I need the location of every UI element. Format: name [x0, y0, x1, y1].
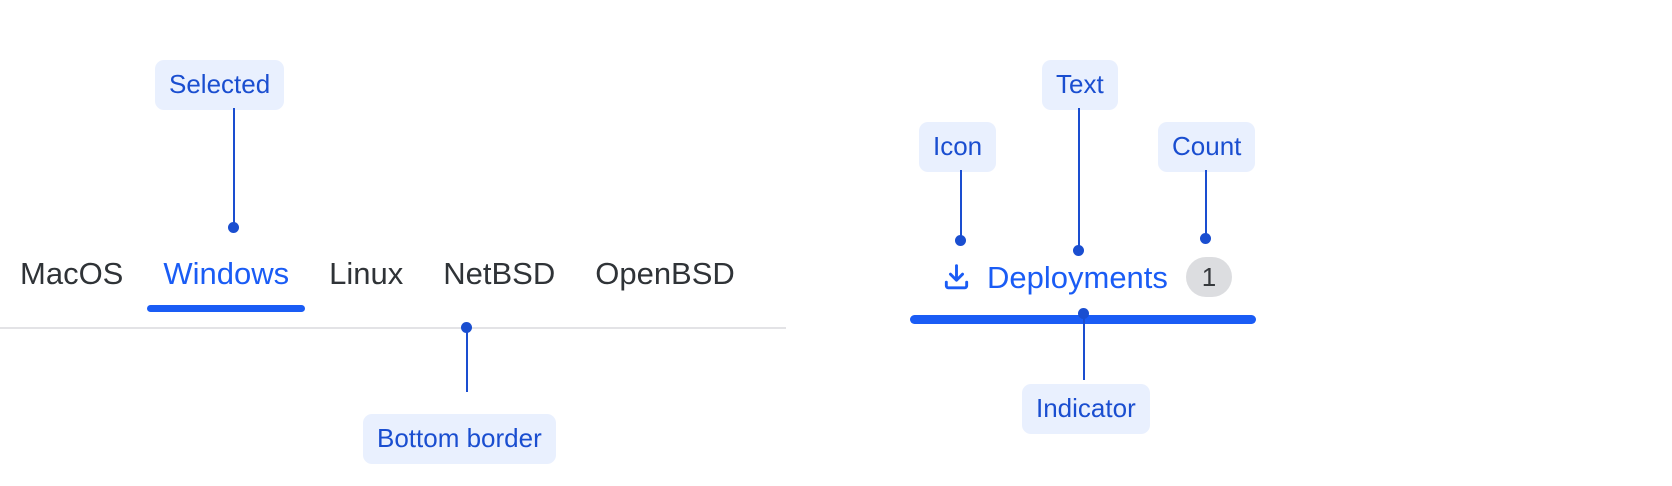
- tab-netbsd[interactable]: NetBSD: [423, 243, 575, 304]
- tab-label: Linux: [329, 256, 404, 291]
- tab-deployments[interactable]: Deployments 1: [910, 243, 1232, 311]
- leader-dot-icon: [955, 235, 966, 246]
- leader-dot-count: [1200, 233, 1211, 244]
- annotation-chip-icon: Icon: [919, 122, 997, 172]
- tab-count-badge: 1: [1185, 257, 1232, 297]
- leader-dot-text: [1073, 245, 1084, 256]
- annotation-chip-text: Text: [1042, 60, 1118, 110]
- tab-selected-indicator: [147, 305, 306, 312]
- leader-line-text: [1078, 108, 1080, 248]
- annotation-chip-indicator: Indicator: [1022, 384, 1150, 434]
- download-icon: [940, 261, 973, 294]
- tab-list: MacOS Windows Linux NetBSD OpenBSD: [0, 243, 755, 312]
- leader-line-selected: [233, 108, 235, 228]
- leader-line-indicator: [1083, 316, 1085, 380]
- leader-line-count: [1205, 170, 1207, 238]
- tab-linux[interactable]: Linux: [309, 243, 423, 304]
- leader-dot-indicator: [1078, 308, 1089, 319]
- leader-line-bottom-border: [466, 330, 468, 392]
- tab-label: OpenBSD: [595, 256, 735, 291]
- tab-bar-os: MacOS Windows Linux NetBSD OpenBSD: [0, 243, 786, 329]
- annotation-chip-selected: Selected: [155, 60, 285, 110]
- annotation-chip-bottom-border: Bottom border: [363, 414, 556, 464]
- tab-label: NetBSD: [443, 256, 556, 291]
- tab-label: Deployments: [987, 259, 1168, 295]
- leader-dot-bottom-border: [461, 322, 472, 333]
- tab-openbsd[interactable]: OpenBSD: [575, 243, 755, 304]
- tab-windows[interactable]: Windows: [143, 243, 309, 312]
- annotation-chip-count: Count: [1158, 122, 1256, 172]
- leader-line-icon: [960, 170, 962, 240]
- tab-label: MacOS: [20, 256, 124, 291]
- tab-label: Windows: [163, 256, 290, 291]
- tab-macos[interactable]: MacOS: [0, 243, 143, 304]
- tab-bar-bottom-border: [0, 327, 786, 329]
- leader-dot-selected: [228, 222, 239, 233]
